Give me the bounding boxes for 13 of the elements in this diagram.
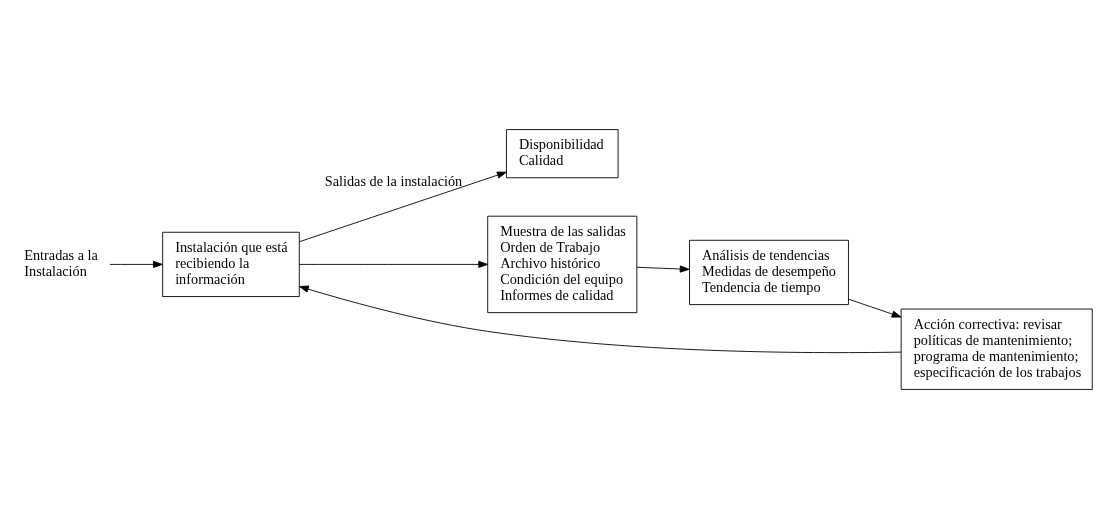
node-text: Entradas a la Instalación bbox=[24, 246, 98, 279]
arrow bbox=[636, 264, 690, 273]
node-box: Disponibilidad Calidad bbox=[506, 128, 619, 178]
arrow bbox=[298, 260, 489, 268]
node-box: Acción correctiva: revisar políticas de mantenimiento; programa de mantenimiento; especificación de los trabajos bbox=[900, 308, 1093, 390]
arrow bbox=[109, 260, 163, 268]
node-box: Muestra de las salidas Orden de Trabajo Archivo histórico Condición del equipo Informes de calidad bbox=[487, 215, 638, 313]
node-box: Análisis de tendencias Medidas de desempeño Tendencia de tiempo bbox=[689, 239, 849, 305]
edge-label: Salidas de la instalación bbox=[324, 172, 463, 189]
arrow bbox=[848, 298, 902, 318]
arrow bbox=[298, 171, 507, 242]
node-box: Instalación que está recibiendo la información bbox=[162, 231, 300, 297]
arrow bbox=[299, 285, 902, 353]
